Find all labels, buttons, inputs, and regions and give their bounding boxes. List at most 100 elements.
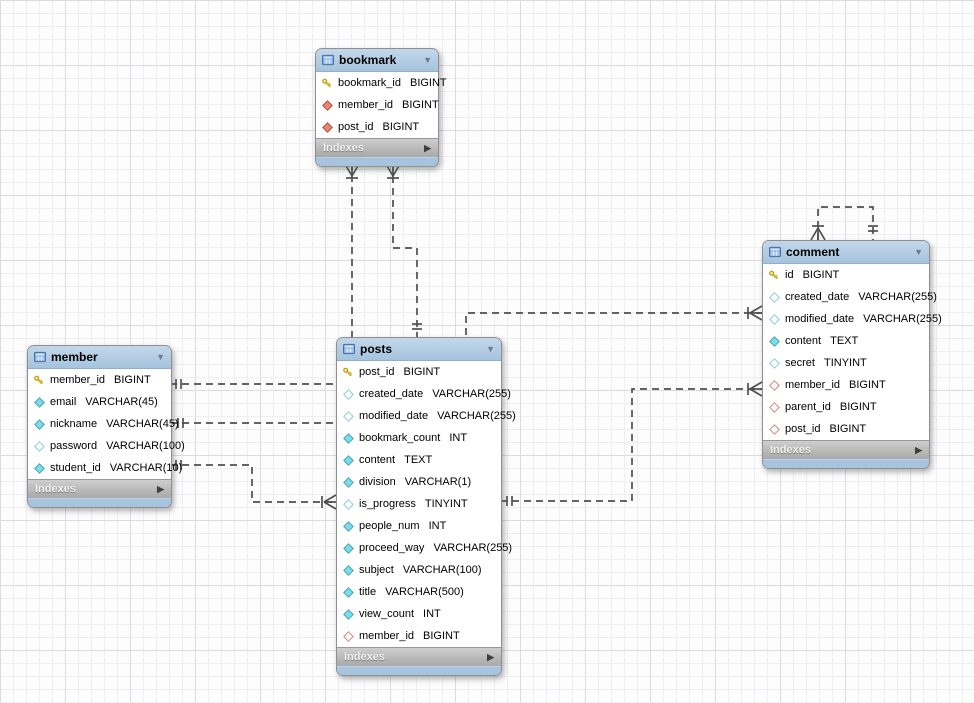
fk-not-null-icon bbox=[321, 99, 333, 111]
primary-key-icon bbox=[321, 77, 333, 90]
table-header-comment[interactable]: comment▼ bbox=[763, 241, 929, 264]
column-type: BIGINT bbox=[802, 269, 840, 281]
indexes-label: Indexes bbox=[770, 444, 811, 456]
column-type: VARCHAR(100) bbox=[106, 440, 185, 452]
column-type: BIGINT bbox=[423, 630, 460, 642]
column-name: post_id bbox=[785, 423, 821, 435]
expand-arrow-icon[interactable]: ▶ bbox=[157, 483, 164, 494]
table-header-member[interactable]: member ▼ bbox=[28, 346, 171, 369]
indexes-bar-member[interactable]: Indexes▶ bbox=[28, 479, 171, 498]
expand-arrow-icon[interactable]: ▶ bbox=[424, 142, 431, 153]
column-name: subject bbox=[359, 564, 394, 576]
expand-arrow-icon[interactable]: ▶ bbox=[487, 651, 494, 662]
nullable-icon bbox=[342, 498, 354, 510]
relationship-posts_bookmark-connector[interactable] bbox=[385, 163, 422, 337]
table-header-posts[interactable]: posts▼ bbox=[337, 338, 501, 361]
collapse-arrow-icon[interactable]: ▼ bbox=[914, 246, 923, 257]
column-name: is_progress bbox=[359, 498, 416, 510]
not-null-icon bbox=[342, 476, 354, 488]
column-row-posts-is_progress[interactable]: is_progress TINYINT bbox=[337, 493, 501, 515]
column-type: VARCHAR(255) bbox=[432, 388, 511, 400]
column-type: INT bbox=[449, 432, 468, 444]
primary-key-icon bbox=[768, 269, 780, 282]
column-type: TINYINT bbox=[424, 498, 468, 510]
column-row-bookmark-bookmark_id[interactable]: bookmark_id BIGINT bbox=[316, 72, 447, 94]
column-row-posts-created_date[interactable]: created_date VARCHAR(255) bbox=[337, 383, 511, 405]
column-type: BIGINT bbox=[849, 379, 886, 391]
nullable-icon bbox=[342, 388, 354, 400]
column-name: nickname bbox=[50, 418, 98, 430]
indexes-label: Indexes bbox=[344, 651, 385, 663]
relationship-comment_parent-connector[interactable] bbox=[810, 206, 878, 241]
expand-arrow-icon[interactable]: ▶ bbox=[915, 444, 922, 455]
nullable-icon bbox=[33, 440, 45, 452]
indexes-bar-comment[interactable]: Indexes ▶ bbox=[763, 440, 929, 459]
table-header-bookmark[interactable]: bookmark▼ bbox=[316, 49, 438, 72]
not-null-icon bbox=[342, 542, 354, 554]
not-null-icon bbox=[342, 586, 354, 598]
column-type: VARCHAR(10) bbox=[109, 462, 183, 474]
primary-key-icon bbox=[342, 366, 354, 379]
column-type: VARCHAR(255) bbox=[863, 313, 942, 325]
column-type: TEXT bbox=[404, 454, 433, 466]
table-footer-strip bbox=[337, 666, 501, 675]
column-name: proceed_way bbox=[359, 542, 425, 554]
not-null-icon bbox=[342, 564, 354, 576]
column-name: parent_id bbox=[785, 401, 831, 413]
column-name: division bbox=[359, 476, 396, 488]
column-row-comment-parent_id[interactable]: parent_id BIGINT bbox=[763, 396, 929, 418]
table-icon bbox=[322, 54, 334, 66]
column-type: BIGINT bbox=[839, 401, 877, 413]
column-type: BIGINT bbox=[409, 77, 447, 89]
column-name: created_date bbox=[359, 388, 424, 400]
collapse-arrow-icon[interactable]: ▼ bbox=[486, 343, 495, 354]
indexes-bar-bookmark[interactable]: Indexes▶ bbox=[316, 138, 438, 157]
table-title: member bbox=[51, 350, 98, 364]
indexes-bar-posts[interactable]: Indexes ▶ bbox=[337, 647, 501, 666]
primary-key-icon bbox=[33, 374, 45, 387]
relationship-member_posts-connector[interactable] bbox=[170, 460, 337, 510]
table-footer-strip bbox=[28, 498, 171, 507]
column-name: created_date bbox=[785, 291, 850, 303]
collapse-arrow-icon[interactable]: ▼ bbox=[156, 351, 165, 362]
column-type: VARCHAR(45) bbox=[85, 396, 158, 408]
column-name: post_id bbox=[359, 366, 395, 378]
collapse-arrow-icon[interactable]: ▼ bbox=[423, 54, 432, 65]
column-name: bookmark_id bbox=[338, 77, 401, 89]
relationship-posts_comment-connector[interactable] bbox=[500, 381, 763, 506]
relationship-member_bookmark-connector[interactable] bbox=[170, 163, 360, 389]
fk-not-null-icon bbox=[321, 121, 333, 133]
